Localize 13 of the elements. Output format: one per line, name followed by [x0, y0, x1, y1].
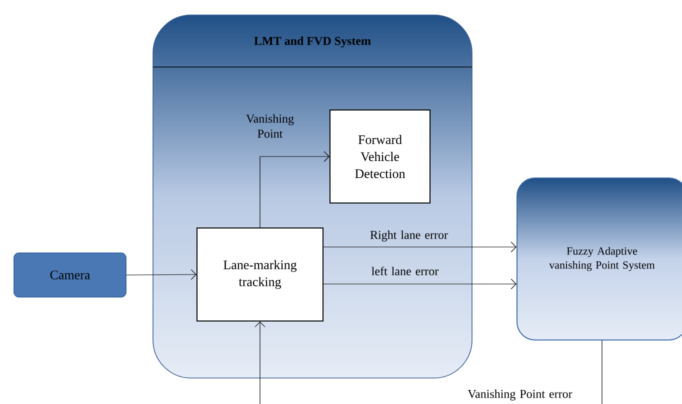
arrow [126, 269, 196, 280]
process-box: Lane-marking tracking [196, 228, 324, 322]
arrow [260, 151, 330, 228]
system-box: Fuzzy Adaptive vanishing Point System [516, 178, 682, 340]
edge-label: Right lane error [370, 230, 448, 242]
process-box: Forward Vehicle Detection [330, 110, 430, 204]
arrow [254, 322, 602, 404]
arrow [323, 242, 516, 252]
edge-label: left lane error [372, 266, 439, 276]
edge-label: Vanishing Point [246, 114, 294, 138]
input-box: Camera [14, 252, 126, 298]
edge-label: Vanishing Point error [468, 390, 572, 400]
arrow [323, 278, 516, 290]
